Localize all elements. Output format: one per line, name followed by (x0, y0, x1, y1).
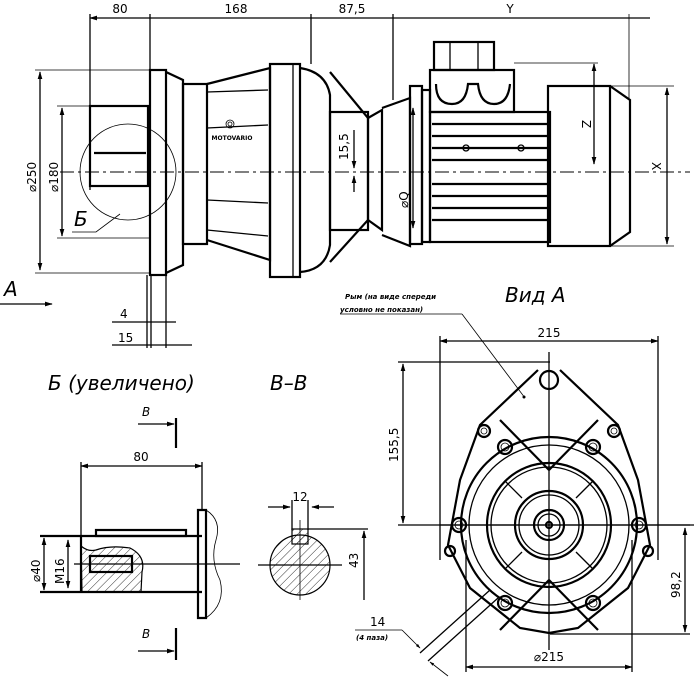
section-mark-bottom: B (142, 627, 150, 641)
view-arrow-label: A (2, 277, 18, 301)
detail-b: Б (увеличено) B 80 ⌀40 M16 B (29, 371, 240, 660)
section-bb-title: B–B (270, 371, 307, 395)
cooling-fins (432, 122, 548, 222)
svg-text:MOTOVARIO: MOTOVARIO (212, 135, 253, 142)
dim-80-detail: 80 (133, 450, 148, 464)
motor-adapter (367, 84, 432, 248)
dim-slot-14: 14 (370, 615, 385, 629)
dim-98-2: 98,2 (669, 571, 683, 598)
dim-87-5: 87,5 (339, 2, 366, 16)
eyebolt-note-line1: Рым (на виде спереди (345, 293, 436, 301)
detail-b-circle (79, 123, 177, 221)
dim-dia-q: ⌀Q (397, 191, 411, 208)
dim-155-5: 155,5 (387, 428, 401, 462)
dim-dia-40: ⌀40 (29, 560, 43, 583)
section-mark-top: B (142, 405, 150, 419)
motor-body (428, 40, 632, 248)
dim-key-12: 12 (292, 490, 307, 504)
dim-168: 168 (225, 2, 248, 16)
dim-4: 4 (120, 307, 128, 321)
dim-15-5: 15,5 (337, 133, 351, 160)
eyebolt-note-line2: условно не показан) (340, 306, 423, 314)
section-bb: B–B 12 43 (258, 371, 368, 600)
side-view: 80 168 87,5 Y M (0, 2, 690, 348)
dim-15: 15 (118, 331, 133, 345)
detail-b-callout: Б (74, 207, 88, 231)
dim-key-43: 43 (347, 553, 361, 568)
dim-z: Z (579, 120, 593, 128)
dim-thread-m16: M16 (53, 558, 67, 584)
dim-dia-215: ⌀215 (534, 650, 564, 664)
slot-count-note: (4 паза) (356, 634, 388, 642)
view-a: Вид A Рым (на виде спереди условно не по… (340, 283, 694, 677)
dim-80: 80 (112, 2, 127, 16)
dim-dia-180: ⌀180 (47, 162, 61, 192)
dim-y: Y (505, 2, 514, 16)
brand-logo: MOTOVARIO (212, 119, 253, 142)
view-a-title: Вид A (505, 283, 566, 307)
output-flange (88, 62, 370, 279)
dim-x: X (649, 162, 663, 170)
detail-b-title: Б (увеличено) (48, 371, 195, 395)
top-dimension-chain: 80 168 87,5 Y (89, 2, 650, 190)
dim-215-width: 215 (538, 326, 561, 340)
dim-dia-250: ⌀250 (25, 162, 39, 192)
